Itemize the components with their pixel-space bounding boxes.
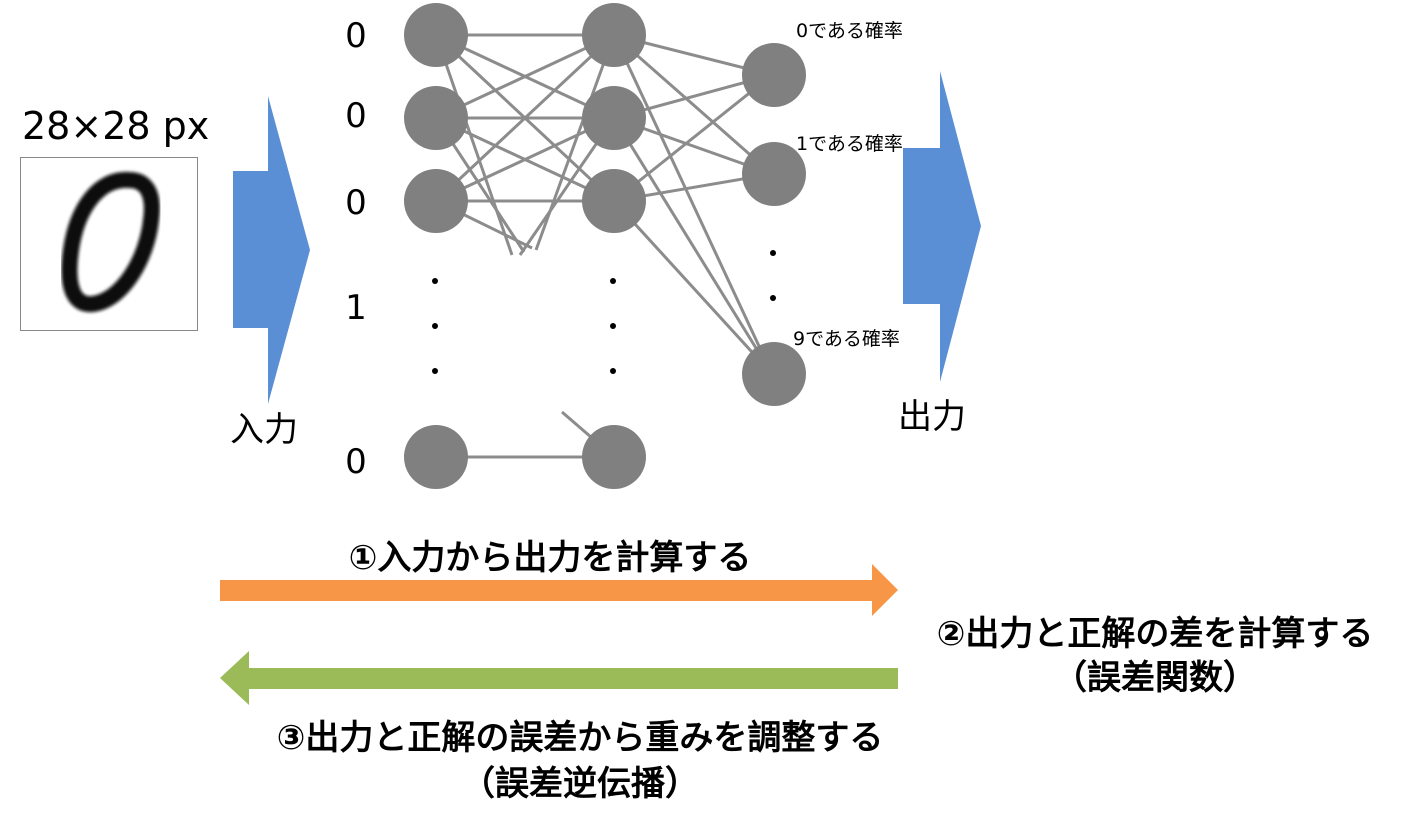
input-node bbox=[404, 169, 468, 233]
hidden-node bbox=[582, 86, 646, 150]
hidden-node bbox=[582, 425, 646, 489]
input-arrow-label: 入力 bbox=[230, 410, 298, 450]
hidden-node bbox=[582, 3, 646, 67]
backprop-step-title: ③出力と正解の誤差から重みを調整する bbox=[276, 718, 884, 758]
input-digit-image bbox=[20, 157, 198, 331]
output-node bbox=[742, 342, 806, 406]
input-value: 0 bbox=[345, 442, 367, 482]
input-value: 0 bbox=[345, 96, 367, 136]
output-label-9: 9である確率 bbox=[793, 328, 900, 350]
backward-arrow bbox=[220, 651, 898, 705]
output-label-0: 0である確率 bbox=[796, 20, 903, 42]
forward-step-label: ①入力から出力を計算する bbox=[348, 538, 752, 578]
output-arrow bbox=[903, 71, 981, 382]
output-label-1: 1である確率 bbox=[796, 133, 903, 155]
input-arrow bbox=[233, 96, 310, 404]
input-value: 1 bbox=[345, 288, 367, 328]
loss-step-title: ②出力と正解の差を計算する bbox=[936, 614, 1374, 654]
ellipsis-dots bbox=[432, 250, 776, 374]
backprop-step-subtitle: （誤差逆伝播） bbox=[461, 764, 699, 804]
input-node bbox=[404, 425, 468, 489]
output-arrow-label: 出力 bbox=[898, 397, 966, 437]
output-node bbox=[742, 43, 806, 107]
input-node bbox=[404, 86, 468, 150]
forward-arrow bbox=[220, 564, 898, 616]
input-value: 0 bbox=[345, 183, 367, 223]
output-node bbox=[742, 142, 806, 206]
input-node bbox=[404, 3, 468, 67]
loss-step-subtitle: （誤差関数） bbox=[1053, 658, 1257, 698]
nodes bbox=[404, 3, 806, 489]
handwritten-zero bbox=[61, 171, 160, 313]
image-size-label: 28×28 px bbox=[22, 104, 210, 148]
input-value: 0 bbox=[345, 16, 367, 56]
hidden-node bbox=[582, 169, 646, 233]
